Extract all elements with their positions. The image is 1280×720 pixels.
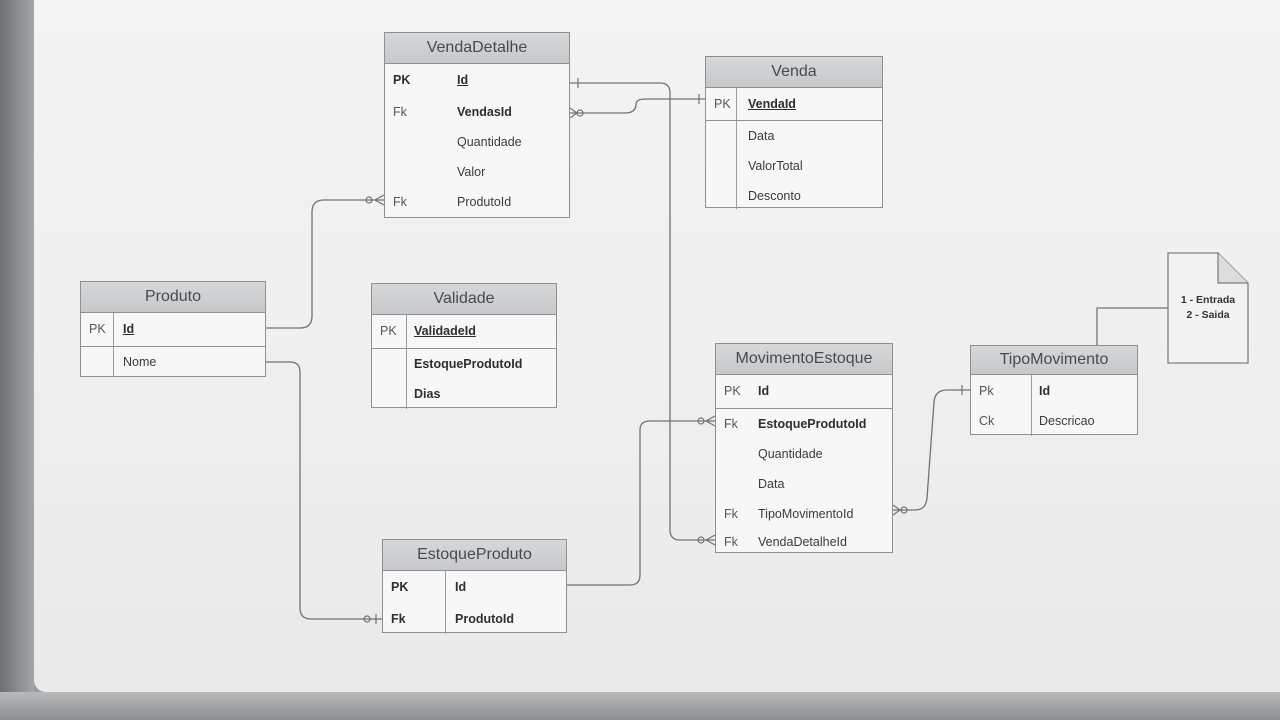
field-label: ValidadeId <box>414 324 476 338</box>
field-label: Nome <box>123 355 157 369</box>
field-label: VendaDetalheId <box>758 535 847 549</box>
key-label: PK <box>380 324 397 338</box>
field-label: Id <box>457 73 469 87</box>
entity-venda[interactable]: Venda PK VendaId Data ValorTotal Descont… <box>705 56 883 209</box>
link-vendadetalhe-movimento <box>570 82 715 541</box>
note-line-entrada: 1 - Entrada <box>1180 294 1236 306</box>
link-produto-vendadetalhe <box>266 199 384 329</box>
key-label: PK <box>714 97 731 111</box>
link-vendadetalhe-venda <box>570 98 705 114</box>
key-label: Fk <box>724 507 738 521</box>
field-label: Id <box>123 322 135 336</box>
key-label: Fk <box>391 612 406 626</box>
entity-title: TipoMovimento <box>971 346 1137 375</box>
field-label: Data <box>748 129 775 143</box>
field-label: Quantidade <box>457 135 522 149</box>
key-label: Ck <box>979 414 995 428</box>
key-label: PK <box>89 322 106 336</box>
key-label: PK <box>391 580 409 594</box>
key-label: PK <box>724 384 741 398</box>
field-label: EstoqueProdutoId <box>758 417 867 431</box>
entity-tipomovimento[interactable]: TipoMovimento Pk Id Ck Descricao <box>970 345 1138 436</box>
link-tipomovimento-note <box>1096 307 1168 345</box>
field-label: ProdutoId <box>455 612 515 626</box>
note-line-saida: 2 - Saida <box>1186 309 1230 321</box>
link-movimento-tipomovimento <box>893 389 970 511</box>
entity-title: Validade <box>372 284 556 315</box>
entity-estoqueproduto[interactable]: EstoqueProduto PK Id Fk ProdutoId <box>382 539 567 634</box>
entity-title: Venda <box>706 57 882 88</box>
entity-title: VendaDetalhe <box>385 33 569 64</box>
entity-movimentoestoque[interactable]: MovimentoEstoque PK Id Fk EstoqueProdutoI… <box>715 343 893 553</box>
field-label: ProdutoId <box>457 195 512 209</box>
link-produto-estoqueproduto <box>266 361 382 620</box>
entity-title: EstoqueProduto <box>383 540 566 571</box>
key-label: Pk <box>979 384 994 398</box>
link-estoqueproduto-movimento <box>567 420 715 586</box>
key-label: Fk <box>724 417 738 431</box>
field-label: Id <box>455 580 467 594</box>
monitor-bezel-left <box>0 0 34 720</box>
key-label: Fk <box>393 105 407 119</box>
entity-vendadetalhe[interactable]: VendaDetalhe PK Id Fk VendasId Quantidad… <box>384 32 570 218</box>
field-label: Dias <box>414 387 441 401</box>
field-label: Id <box>758 384 770 398</box>
note-shape <box>1167 252 1249 364</box>
key-label: Fk <box>724 535 738 549</box>
field-label: TipoMovimentoId <box>758 507 854 521</box>
field-label: Descricao <box>1039 414 1095 428</box>
entity-title: MovimentoEstoque <box>716 344 892 375</box>
monitor-bezel-bottom <box>0 692 1280 720</box>
field-label: ValorTotal <box>748 159 803 173</box>
field-label: Id <box>1039 384 1051 398</box>
field-label: Desconto <box>748 189 801 203</box>
field-label: VendaId <box>748 97 796 111</box>
key-label: Fk <box>393 195 407 209</box>
note-tipomovimento-values: 1 - Entrada 2 - Saida <box>1168 253 1248 363</box>
field-label: Valor <box>457 165 486 179</box>
entity-title: Produto <box>81 282 265 313</box>
field-label: EstoqueProdutoId <box>414 357 523 371</box>
entity-validade[interactable]: Validade PK ValidadeId EstoqueProdutoId … <box>371 283 557 409</box>
key-label: PK <box>393 73 411 87</box>
entity-produto[interactable]: Produto PK Id Nome <box>80 281 266 377</box>
field-label: VendasId <box>457 105 512 119</box>
field-label: Data <box>758 477 785 491</box>
field-label: Quantidade <box>758 447 823 461</box>
